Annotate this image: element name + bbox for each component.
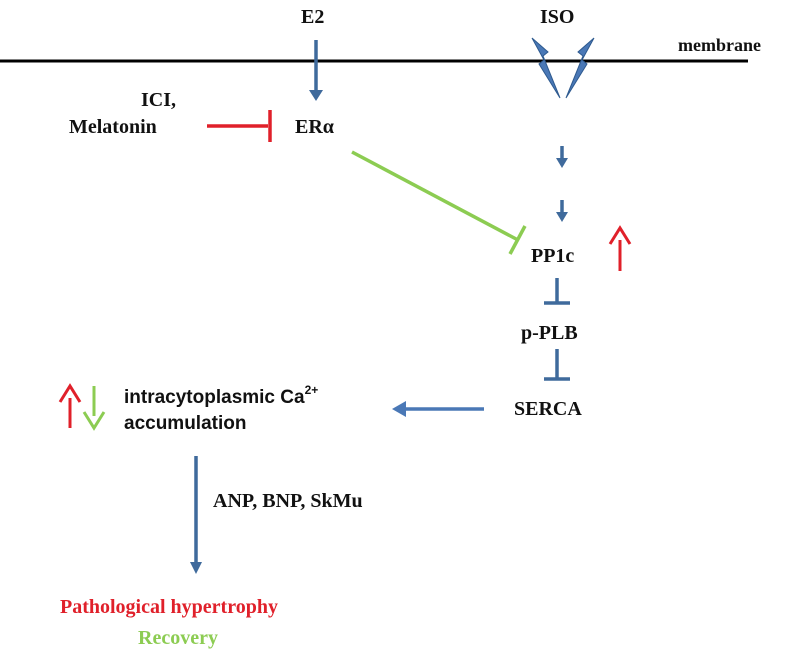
arrow-down-icon	[82, 386, 106, 431]
arrow-up-icon	[608, 225, 632, 271]
ca-label-line1: intracytoplasmic Ca2+	[124, 384, 318, 407]
serca-label: SERCA	[514, 398, 582, 420]
arrow-up-icon	[58, 383, 82, 428]
melatonin-label: Melatonin	[69, 116, 157, 138]
outcome-recovery: Recovery	[138, 627, 218, 649]
p-plb-label: p-PLB	[521, 322, 578, 344]
serca-to-ca-arrow	[392, 401, 484, 417]
pp1c-pplb-inhibition	[544, 278, 570, 305]
ici-label: ICI,	[141, 89, 177, 111]
ca-superscript: 2+	[304, 383, 319, 397]
ca-label-line2: accumulation	[124, 413, 247, 434]
iso-downstream-arrow-2	[556, 200, 568, 222]
pp1c-label: PP1c	[531, 245, 575, 267]
e2-label: E2	[301, 6, 325, 28]
membrane-label: membrane	[678, 35, 761, 55]
lightning-bolt-icon	[531, 37, 595, 99]
era-label: ERα	[295, 116, 334, 138]
outcome-pathological: Pathological hypertrophy	[60, 596, 278, 618]
e2-to-era-arrow	[309, 40, 323, 101]
ca-to-outcome-arrow	[190, 456, 202, 574]
markers-label: ANP, BNP, SkMu	[213, 490, 363, 512]
era-pp1c-inhibition	[351, 150, 527, 255]
pplb-serca-inhibition	[544, 349, 570, 381]
ici-melatonin-inhibition	[207, 110, 272, 142]
ca-label-text: intracytoplasmic Ca	[124, 387, 305, 408]
iso-label: ISO	[540, 6, 575, 28]
iso-downstream-arrow-1	[556, 146, 568, 168]
